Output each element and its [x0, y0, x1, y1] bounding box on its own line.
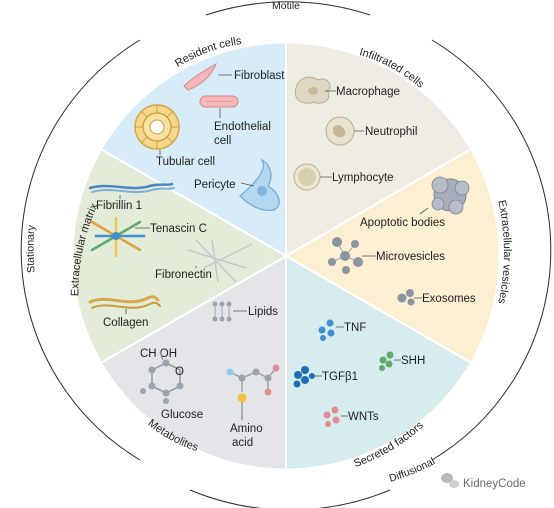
- label-lipids: Lipids: [248, 306, 278, 318]
- tenascin-c-icon: [90, 216, 146, 258]
- label-shh: SHH: [401, 355, 425, 367]
- label-fibrillin-1: Fibrillin 1: [96, 200, 142, 212]
- collagen-icon: [88, 295, 161, 309]
- label-tenascin-c: Tenascin C: [150, 223, 207, 235]
- label-pericyte: Pericyte: [194, 179, 236, 191]
- label-motile: Motile: [272, 0, 300, 12]
- amino-acid-icon: [226, 364, 280, 403]
- macrophage-icon: [294, 76, 331, 104]
- label-stationary: Stationary: [24, 224, 37, 274]
- lipids-icon: [212, 301, 232, 322]
- label-wnts: WNTs: [348, 411, 379, 423]
- label-macrophage: Macrophage: [336, 86, 400, 98]
- tgfb1-icon: [293, 366, 315, 388]
- fibroblast-icon: [183, 62, 218, 91]
- wechat-icon: [441, 473, 459, 488]
- exosomes-icon: [397, 289, 415, 306]
- label-tubular-cell: Tubular cell: [156, 156, 215, 168]
- label-apoptotic-bodies: Apoptotic bodies: [360, 217, 445, 229]
- shh-icon: [379, 351, 394, 371]
- label-glucose: Glucose: [161, 409, 203, 421]
- tubular-cell-icon: [134, 104, 180, 150]
- label-fibroblast: Fibroblast: [234, 70, 285, 82]
- label-collagen: Collagen: [103, 317, 148, 329]
- label-fibronectin: Fibronectin: [155, 269, 212, 281]
- outer-ring-arcs: [20, 1, 552, 508]
- watermark-text: KidneyCode: [463, 478, 526, 490]
- apoptotic-bodies-icon: [431, 176, 470, 215]
- lymphocyte-icon: [293, 163, 321, 191]
- label-lymphocyte: Lymphocyte: [332, 172, 394, 184]
- label-microvesicles: Microvesicles: [376, 251, 445, 263]
- tnf-icon: [318, 319, 335, 341]
- fibronectin-icon: [187, 239, 253, 283]
- label-ch2oh: CH OH: [140, 348, 177, 360]
- neutrophil-icon: [325, 116, 355, 146]
- glucose-icon: [140, 351, 184, 404]
- label-tgfb1: TGFβ1: [322, 371, 358, 383]
- label-tnf: TNF: [344, 322, 366, 334]
- label-exosomes: Exosomes: [422, 293, 476, 305]
- fibrillin-1-icon: [88, 182, 175, 193]
- microvesicles-icon: [328, 237, 363, 274]
- label-neutrophil: Neutrophil: [365, 126, 417, 138]
- watermark: KidneyCode: [441, 473, 526, 490]
- label-endothelial: Endothelial: [214, 121, 271, 133]
- label-diffusional: Diffusional: [388, 455, 437, 484]
- pericyte-icon: [239, 158, 280, 211]
- label-amino-acid: acid: [232, 437, 253, 449]
- endothelial-cell-icon: [199, 95, 239, 108]
- label-endothelial-cell: cell: [214, 135, 231, 147]
- label-amino: Amino: [230, 423, 263, 435]
- label-glucose-o: O: [175, 366, 184, 378]
- wnts-icon: [323, 406, 340, 427]
